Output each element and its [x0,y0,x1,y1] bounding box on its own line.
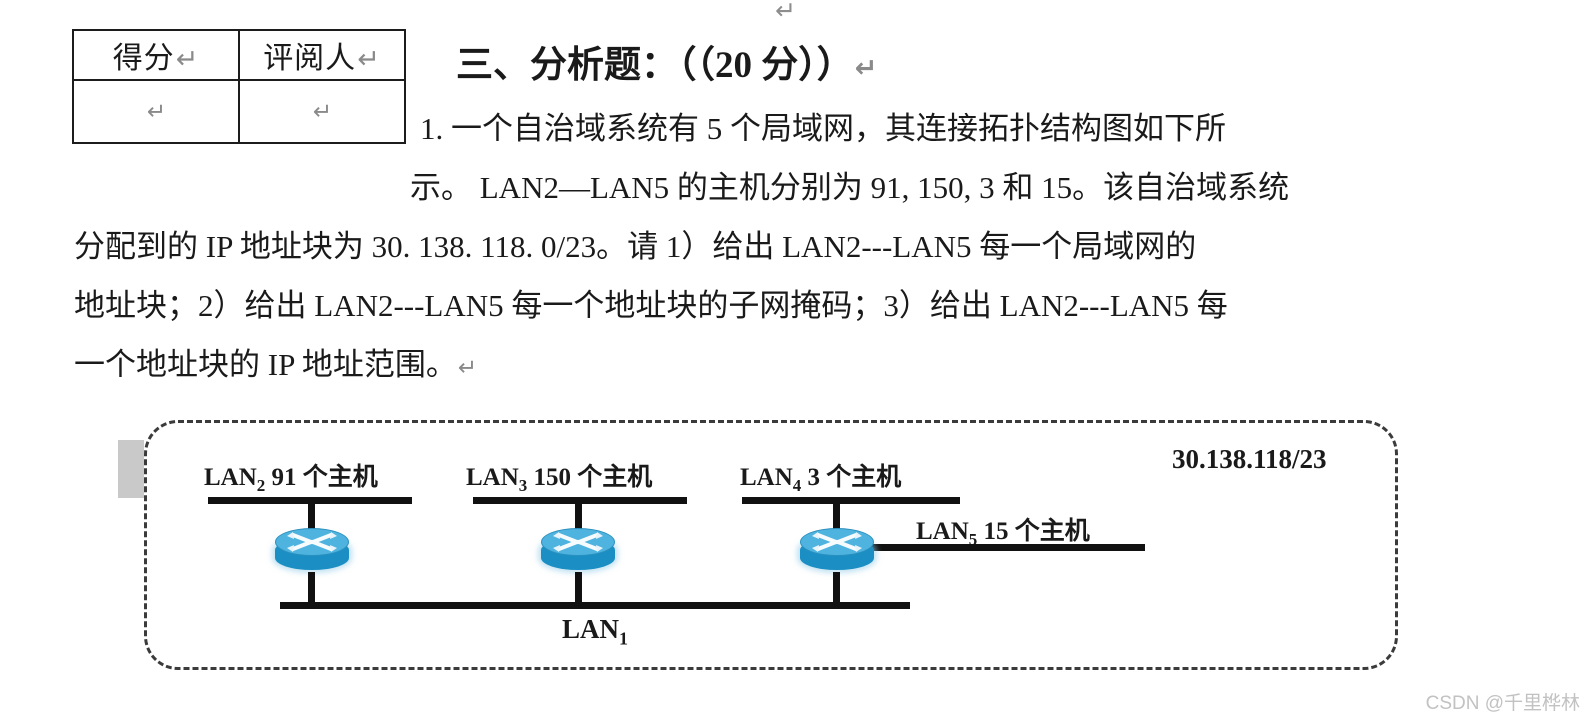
section-heading-text: 三、分析题：（（20 分）） [456,45,854,86]
question-line-2: 示。 LAN2—LAN5 的主机分别为 91, 150, 3 和 15。该自治域… [410,170,1290,205]
lan3-label: LAN3 150 个主机 [466,457,652,496]
table-row-header: 得分↵ 评阅人↵ [72,29,406,81]
lan5-label: LAN5 15 个主机 [916,511,1090,550]
reviewer-value-cell[interactable]: ↵ [238,79,406,144]
question-line-4: 地址块；2）给出 LAN2---LAN5 每一个地址块的子网掩码；3）给出 LA… [74,288,1228,323]
lan5-hosts: 15 个主机 [983,518,1090,545]
top-paragraph-mark: ↵ [775,0,796,25]
question-line-5: 一个地址块的 IP 地址范围。↵ [74,335,1514,394]
question-line-1: 1. 一个自治域系统有 5 个局域网，其连接拓扑结构图如下所 [420,111,1226,146]
reviewer-value-mark: ↵ [312,98,333,125]
lan2-drop-link [308,497,315,533]
lan4-label: LAN4 3 个主机 [740,457,901,496]
lan2-hosts: 91 个主机 [271,464,378,491]
lan1-name: LAN [562,614,620,644]
router-3-top [800,528,874,556]
lan5-name: LAN [916,518,969,545]
lan4-subscript: 4 [792,476,802,495]
lan1-bus [280,602,910,609]
router-3-icon [800,528,874,578]
section-heading-mark: ↵ [854,53,878,84]
question-text: 1. 一个自治域系统有 5 个局域网，其连接拓扑结构图如下所 示。 LAN2—L… [74,99,1514,394]
question-line-3: 分配到的 IP 地址块为 30. 138. 118. 0/23。请 1）给出 L… [74,229,1197,264]
router-2-icon [541,528,615,578]
lan4-drop-link [833,497,840,533]
router-3-body [800,538,874,570]
table-row-blank: ↵ ↵ [72,79,406,144]
lan2-label: LAN2 91 个主机 [204,457,378,496]
lan1-subscript: 1 [619,628,629,649]
router-1-top [275,528,349,556]
score-header-label: 得分 [112,42,175,75]
lan3-drop-link [575,497,582,533]
score-value-mark: ↵ [146,98,167,125]
router-2-arrows [553,530,603,554]
router-1-body [275,538,349,570]
section-heading: 三、分析题：（（20 分））↵ [456,34,877,88]
lan2-name: LAN [204,464,257,491]
router-1-arrows [287,530,337,554]
reviewer-header-mark: ↵ [357,44,381,75]
lan4-bus [742,497,960,504]
router-3-arrows [812,530,862,554]
lan5-bus [868,544,1145,551]
lan5-subscript: 5 [968,530,978,549]
lan2-subscript: 2 [256,476,266,495]
score-header-mark: ↵ [175,44,200,75]
score-value-cell[interactable]: ↵ [72,79,240,144]
lan3-bus [473,497,687,504]
router-1-lan1-link [308,572,315,606]
csdn-watermark: CSDN @千里桦林 [1425,693,1580,714]
lan3-subscript: 3 [518,476,528,495]
lan3-name: LAN [466,464,519,491]
router-2-body [541,538,615,570]
lan2-bus [208,497,412,504]
reviewer-header-cell: 评阅人↵ [238,29,406,81]
lan4-hosts: 3 个主机 [807,464,902,491]
score-table: 得分↵ 评阅人↵ ↵ ↵ [72,29,406,144]
lan4-name: LAN [740,464,793,491]
reviewer-header-label: 评阅人 [263,42,357,75]
score-header-cell: 得分↵ [72,29,240,81]
autonomous-system-boundary [144,420,1398,670]
router-2-top [541,528,615,556]
question-end-mark: ↵ [457,355,478,381]
lan1-label: LAN1 [562,614,628,649]
question-line-5-text: 一个地址块的 IP 地址范围。 [74,347,457,382]
address-block-label: 30.138.118/23 [1172,444,1327,474]
router-3-lan1-link [833,572,840,606]
router-1-icon [275,528,349,578]
router-2-lan1-link [575,572,582,606]
lan3-hosts: 150 个主机 [533,464,653,491]
grey-marker-block [118,440,144,498]
